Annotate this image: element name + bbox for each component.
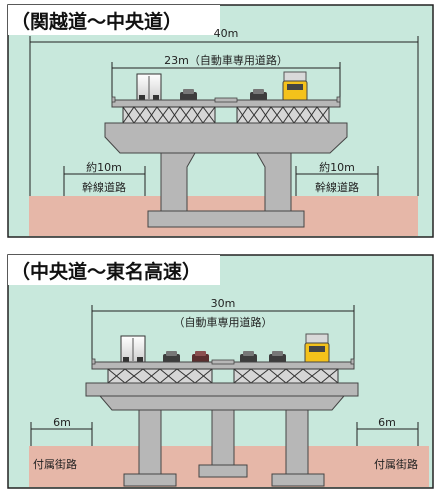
- side-street-right-width: 6m: [378, 416, 396, 429]
- pier-cap: [85, 382, 359, 397]
- heading-box: [8, 255, 220, 285]
- car-dark: [250, 89, 267, 101]
- footing-right: [271, 473, 325, 487]
- footing-center: [198, 464, 248, 478]
- side-street-right-label: 付属街路: [374, 457, 418, 471]
- truss-girder-right: [233, 368, 339, 384]
- pier-column-right: [285, 409, 309, 475]
- truck-yellow: [304, 333, 330, 364]
- median: [214, 97, 238, 103]
- truss-girder-left: [122, 106, 216, 124]
- pier-cap: [104, 122, 348, 154]
- total-width-label: 40m: [214, 27, 239, 40]
- road-width-label: 23m（自動車専用道路）: [164, 53, 288, 67]
- car-dark: [269, 351, 286, 363]
- cross-section-diagram-1: （関越道～中央道） 40m 23m（自動車専用道路）: [7, 4, 434, 238]
- pier-column-left: [160, 152, 196, 212]
- car-dark: [180, 89, 197, 101]
- cross-section-diagram-2: （中央道～東名高速） 30m （自動車専用道路）: [7, 254, 434, 489]
- panel-chuo-tomei: （中央道～東名高速） 30m （自動車専用道路）: [0, 250, 439, 494]
- side-road-left-width: 約10m: [86, 160, 122, 174]
- side-street-right-dimension: [356, 422, 419, 446]
- truck-white: [120, 335, 146, 363]
- panel-heading: （中央道～東名高速）: [11, 260, 201, 283]
- total-width-dimension: [91, 305, 355, 362]
- side-street-left-label: 付属街路: [33, 457, 77, 471]
- pier-cap-lower: [98, 395, 346, 411]
- side-road-right-dimension: [295, 166, 379, 196]
- road-label: （自動車専用道路）: [174, 315, 273, 329]
- car-dark: [240, 351, 257, 363]
- side-street-left-width: 6m: [53, 416, 71, 429]
- side-road-right-width: 約10m: [319, 160, 355, 174]
- road-width-dimension: [111, 62, 341, 100]
- pier-column-center: [211, 409, 235, 466]
- side-road-left-dimension: [63, 166, 146, 196]
- side-road-right-label: 幹線道路: [315, 180, 359, 194]
- truck-white: [136, 73, 162, 101]
- total-width-dimension: [29, 36, 419, 196]
- pier-footing: [147, 210, 305, 228]
- heading-box: [8, 5, 220, 35]
- side-road-left-label: 幹線道路: [82, 180, 126, 194]
- truck-yellow: [282, 71, 308, 102]
- median: [211, 359, 235, 365]
- truss-girder-right: [236, 106, 330, 124]
- total-width-label: 30m: [211, 297, 236, 310]
- side-street-left-dimension: [30, 422, 93, 446]
- car-red: [192, 351, 209, 363]
- footing-left: [123, 473, 177, 487]
- panel-heading: （関越道～中央道）: [11, 10, 182, 33]
- pier-column-left: [138, 409, 162, 475]
- truss-girder-left: [107, 368, 213, 384]
- panel-kanetsu-chuo: （関越道～中央道） 40m 23m（自動車専用道路）: [0, 0, 439, 245]
- car-dark: [163, 351, 180, 363]
